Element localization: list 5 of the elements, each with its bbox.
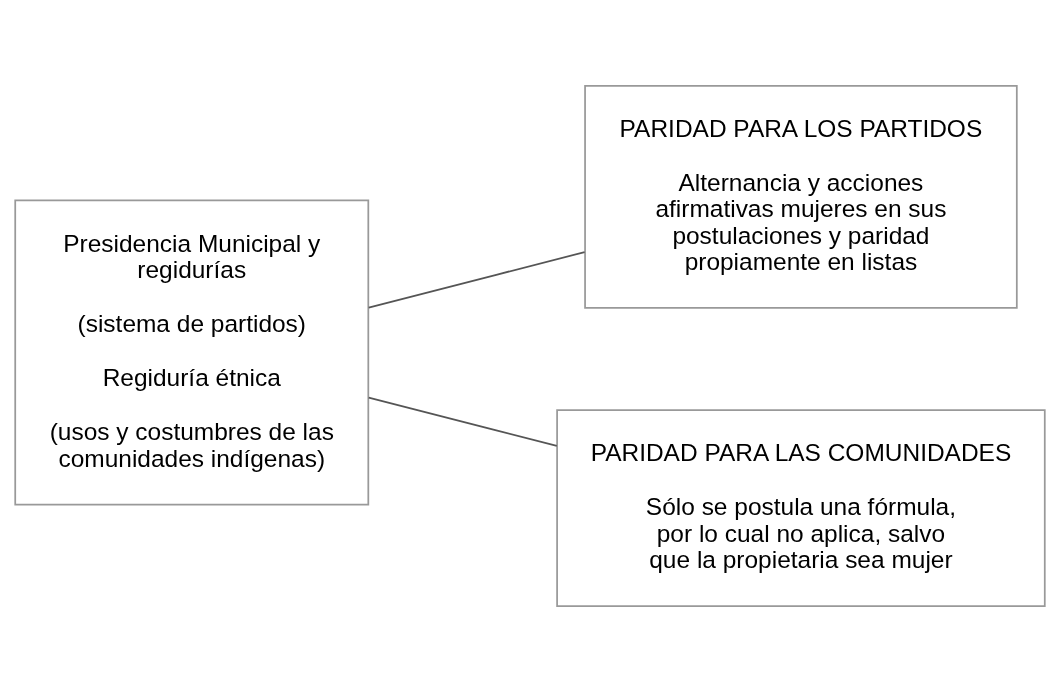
node-box: Presidencia Municipal y regidurías (sistema de partidos) Regiduría étnica (usos y costumbres de las comunidades indígenas) <box>14 199 370 505</box>
node-box: PARIDAD PARA LOS PARTIDOS Alternancia y acciones afirmativas mujeres en sus postulaciones y paridad propiamente en listas <box>584 84 1018 309</box>
connector <box>367 396 558 447</box>
connector <box>367 250 586 308</box>
node-box: PARIDAD PARA LAS COMUNIDADES Sólo se postula una fórmula, por lo cual no aplica, salvo que la propietaria sea mujer <box>556 408 1046 607</box>
